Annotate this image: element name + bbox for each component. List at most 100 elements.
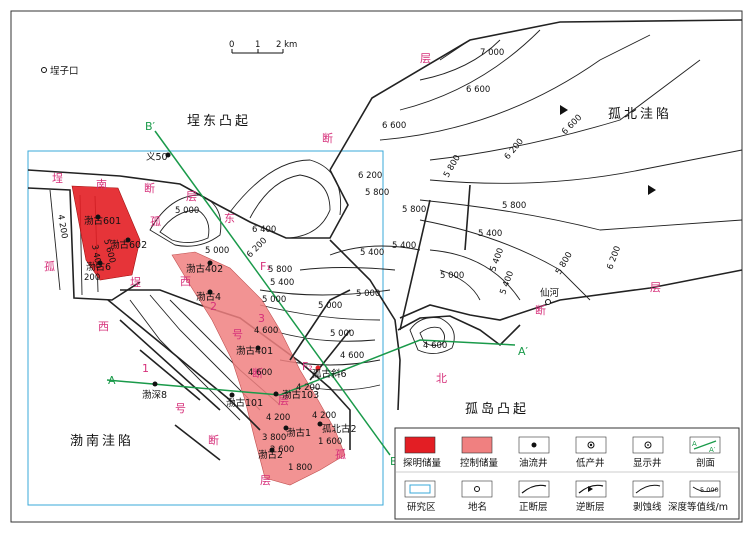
legend-label-controlled: 控制储量 [460, 457, 499, 469]
fault-label-bei: 北 [436, 372, 447, 385]
well-label-gubeigu2: 孤北古2 [322, 423, 357, 435]
fault-label-gu-left: 孤 [44, 260, 55, 273]
section-line-AA [106, 339, 516, 396]
fault-label-duan: 断 [144, 181, 155, 195]
section-label-A-prime: A′ [518, 345, 529, 358]
fault-label-n3: 3 [258, 312, 265, 325]
thrust-tooth-icon [560, 105, 568, 115]
scale-bar: 0 1 2 km [229, 40, 297, 54]
fault-label-ceng2: 层 [260, 474, 271, 487]
fault-label-n1: 1 [142, 362, 149, 375]
legend-label-reverse-fault: 逆断层 [576, 501, 605, 513]
legend: A A′ 探明储量 控制储量 油流井 低产井 显示井 剖面 5 000 研究区 … [394, 427, 740, 520]
fault-label-F2: F₂ [302, 360, 313, 373]
contour-label: 4 200 [312, 411, 336, 421]
contour-label: 4 600 [248, 368, 272, 378]
well-label-bogu6: 渤古6 [86, 261, 111, 273]
place-xianhe: 仙河 [540, 287, 560, 299]
contour-label: 5 400 [392, 241, 416, 251]
contour-label: 5 800 [268, 265, 292, 275]
contour-label: 6 200 [503, 137, 526, 162]
contour-label: 5 000 [318, 301, 342, 311]
well-label-bogu601: 渤古601 [84, 215, 121, 227]
reverse-fault-icon [578, 484, 604, 494]
study-area-rect [27, 150, 384, 506]
contour-label: 6 600 [466, 85, 490, 95]
scale-tick-2: 2 km [276, 40, 297, 50]
contour-label: 5 400 [360, 248, 384, 258]
contour-label: 5 400 [498, 270, 516, 296]
contour-label: 4 200 [296, 383, 320, 393]
contour-label: 5 400 [478, 229, 502, 239]
fault-label-gu-lower: 孤 [335, 448, 346, 461]
legend-label-section: 剖面 [696, 457, 715, 469]
proven-reserves-area [71, 185, 141, 281]
place-name-icon [474, 486, 480, 492]
fault-label-top: 层 [420, 52, 431, 65]
legend-label-normal-fault: 正断层 [519, 501, 548, 513]
scale-tick-1: 1 [255, 40, 260, 50]
section-label-A: A [108, 374, 116, 387]
contour-label: 6 200 [245, 236, 269, 260]
section-line-BB [154, 130, 391, 456]
region-gubei: 孤北洼陷 [608, 107, 672, 122]
fault-label-duan2: 断 [208, 433, 219, 447]
contour-label: 7 000 [480, 48, 504, 58]
section-label-B-prime: B′ [145, 120, 156, 133]
well-label-yi50: 义50 [146, 152, 168, 163]
fault-label-cheng2: 埕 [130, 276, 141, 289]
fault-label-ceng: 层 [186, 190, 197, 203]
well-label-bogu2: 渤古2 [258, 449, 283, 461]
thrust-tooth-icon [648, 185, 656, 195]
well-label-boshen8: 渤深8 [142, 389, 167, 401]
fault-label-duan-right: 断 [535, 303, 546, 317]
fault-label-hao1: 号 [232, 328, 243, 341]
legend-controlled-swatch [461, 436, 493, 454]
contour-label: 5 000 [330, 329, 354, 339]
region-gudao: 孤岛凸起 [465, 401, 529, 417]
contour-label: 5 000 [440, 271, 464, 281]
legend-label-oil-well: 油流井 [519, 457, 548, 469]
fault-label-n2: 2 [210, 300, 217, 313]
svg-text:A′: A′ [709, 446, 716, 454]
contour-label: 6 200 [605, 245, 623, 271]
fault-label-ceng-right: 层 [650, 281, 661, 294]
section-icon [693, 440, 717, 450]
legend-label-proven: 探明储量 [403, 457, 442, 469]
wells: 义50 渤古601 渤古602 渤古6 渤古402 渤古4 渤古401 渤深8 … [84, 152, 560, 461]
oil-well-icon [531, 442, 537, 448]
contour-label: 5 800 [502, 201, 526, 211]
erosion-line-icon [635, 484, 661, 494]
contour-label: 4 600 [423, 341, 447, 351]
contour-label: 4 600 [340, 351, 364, 361]
contour-labels: 7 000 6 600 6 600 6 600 6 200 6 200 6 20… [55, 48, 623, 473]
fault-label-hao2: 号 [175, 402, 186, 415]
well-label-bogu401: 渤古401 [236, 345, 273, 357]
well-label-bogu602: 渤古602 [110, 239, 147, 251]
fault-label-ceng1: 层 [278, 394, 289, 407]
fault-label-duan1: 断 [252, 366, 263, 380]
contour-label: 5 000 [356, 289, 380, 299]
major-faults [27, 19, 743, 450]
secondary-faults [107, 289, 351, 461]
legend-label-low-yield: 低产井 [576, 457, 605, 469]
contour-label: 5 800 [365, 188, 389, 198]
fault-labels: 层 埕 南 断 层 孤 东 孤 西 西 埕 号 号 断 断 层 层 断 孤 北 … [44, 52, 661, 487]
region-chengdong: 埕东凸起 [187, 113, 251, 129]
depth-contours [49, 29, 743, 421]
fault-label-cheng: 埕 [52, 172, 63, 185]
contour-label: 3 800 [262, 433, 286, 443]
region-bonan: 渤南洼陷 [70, 433, 134, 449]
contour-label: 5 800 [442, 153, 463, 179]
contour-label: 2 600 [270, 445, 294, 455]
well-label-bogu101: 渤古101 [226, 397, 263, 409]
section-label-B: B [390, 455, 398, 468]
legend-proven-swatch [404, 436, 436, 454]
legend-label-contour: 深度等值线/m [668, 501, 728, 513]
fault-label-beiduan: 断 [322, 131, 333, 145]
contour-label: 6 400 [252, 225, 276, 235]
contour-label: 5 800 [554, 250, 575, 276]
fault-label-gu-mid: 孤 [150, 215, 161, 228]
